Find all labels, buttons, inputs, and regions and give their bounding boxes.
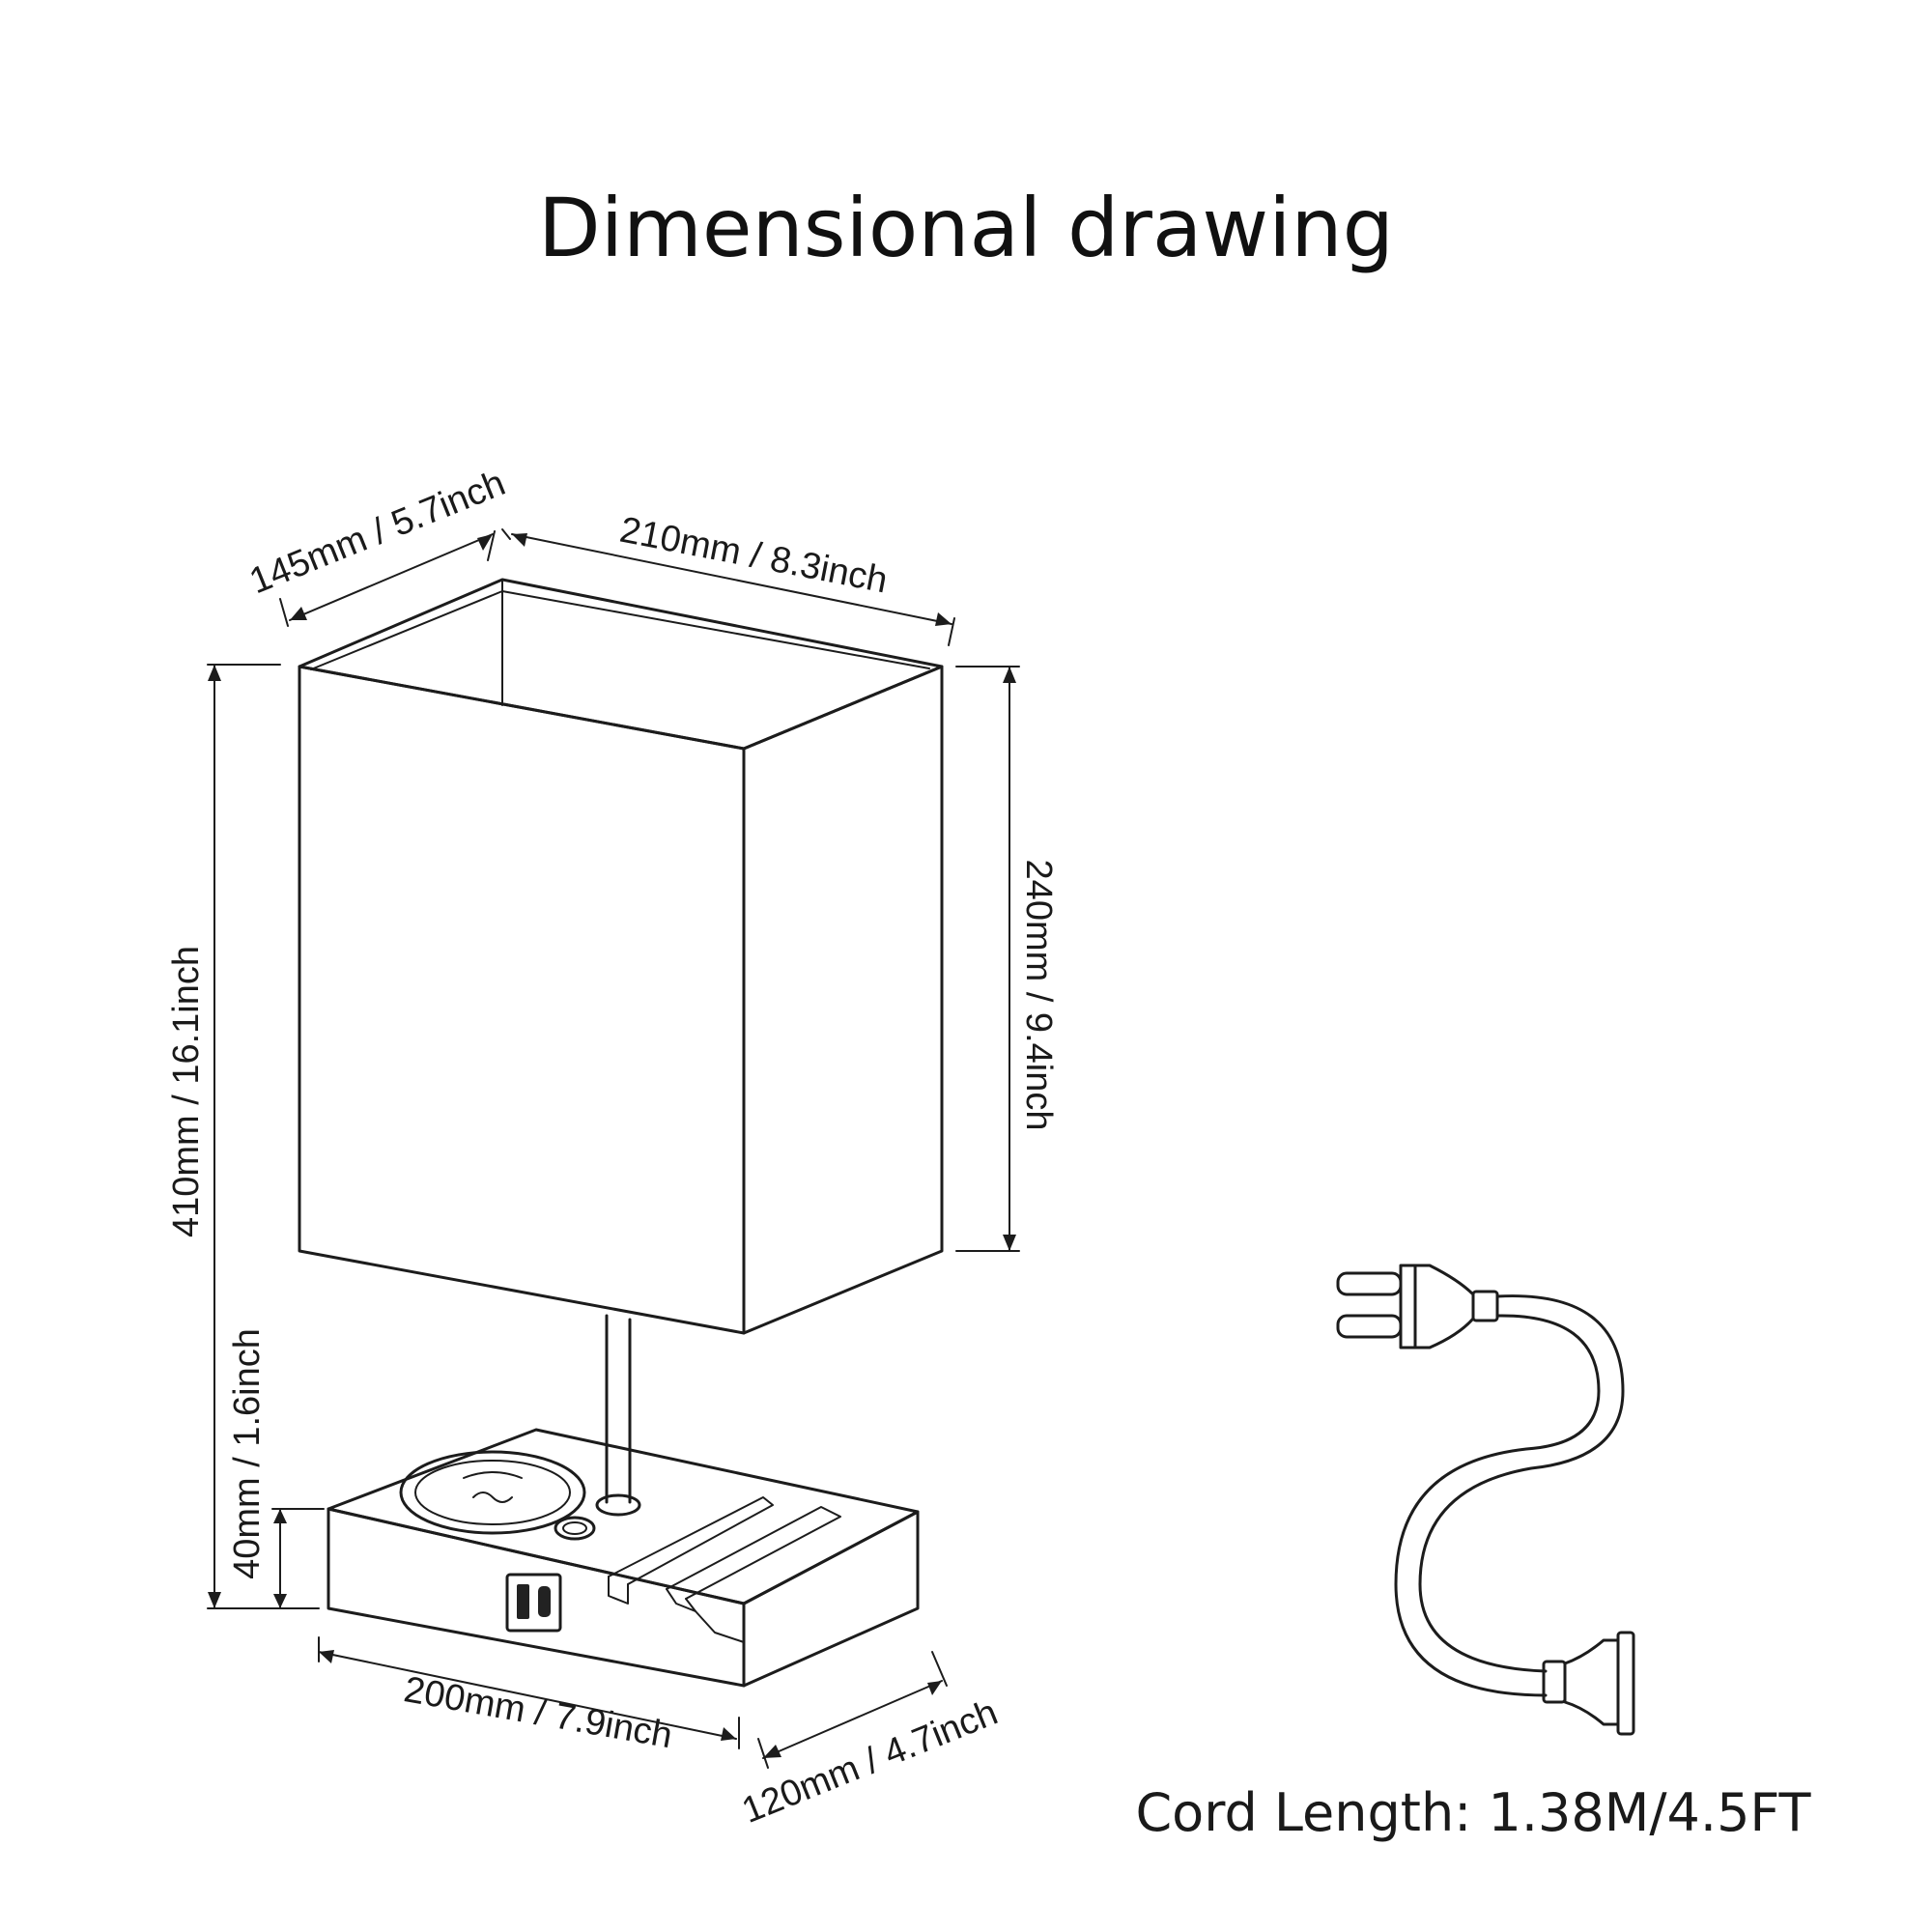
shade-side-face [742,665,944,1335]
touch-button-icon [554,1516,596,1541]
shade-inner-rim [310,590,930,670]
dim-label-base-width: 200mm / 7.9inch [401,1669,675,1756]
shade-front-face [298,665,746,1335]
dimension-lines [207,528,1020,1769]
dim-label-width-top: 210mm / 8.3inch [616,510,891,602]
base-side-face [742,1510,920,1688]
base-front-face [327,1507,746,1688]
shade-top-rim [298,578,944,751]
dim-label-base-depth: 120mm / 4.7inch [736,1692,1003,1832]
usb-port-icon [505,1573,562,1633]
lamp-drawing [298,578,944,1688]
dim-label-total-height: 410mm / 16.1inch [166,946,207,1237]
dim-label-depth-top: 145mm / 5.7inch [244,463,511,602]
dim-label-shade-height: 240mm / 9.4inch [1018,860,1059,1131]
wireless-charger-icon [399,1450,586,1535]
page-title: Dimensional drawing [538,181,1394,275]
plug-cord-icon [1336,1264,1635,1736]
phone-slot-grooves [608,1496,841,1643]
cord-length-label: Cord Length: 1.38M/4.5FT [1135,1782,1811,1843]
pole-collar [595,1493,641,1517]
dim-label-base-height: 40mm / 1.6inch [227,1328,268,1579]
